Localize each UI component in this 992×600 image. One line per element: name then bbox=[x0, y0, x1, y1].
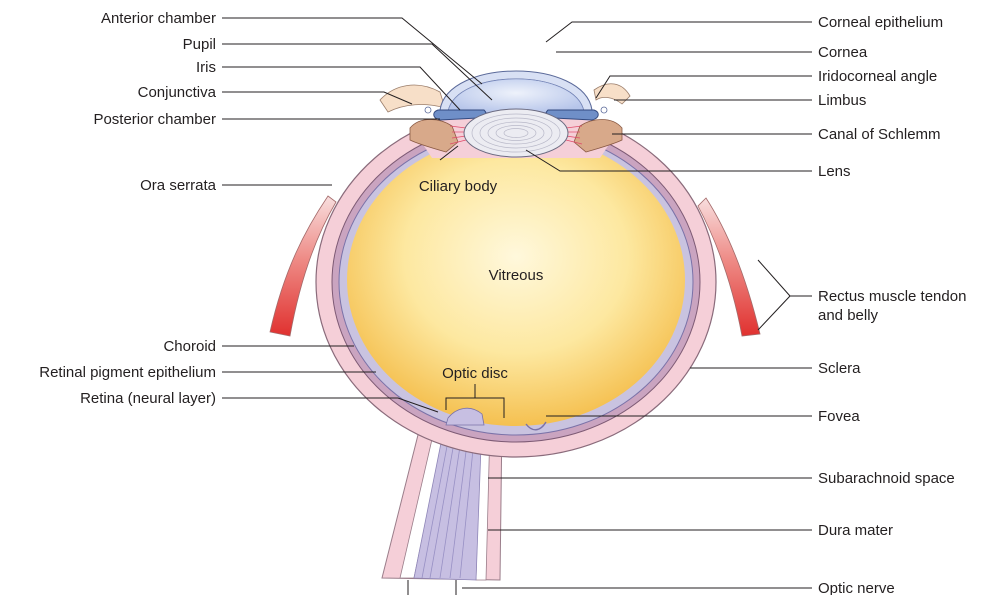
label-vitreous: Vitreous bbox=[489, 267, 544, 284]
label-rectus-muscle-line2: and belly bbox=[818, 307, 879, 324]
canal-of-schlemm-right bbox=[601, 107, 607, 113]
lens bbox=[464, 109, 568, 157]
conjunctiva-left bbox=[380, 85, 445, 112]
label-iris: Iris bbox=[196, 59, 216, 76]
label-ora-serrata: Ora serrata bbox=[140, 177, 217, 194]
label-conjunctiva: Conjunctiva bbox=[138, 84, 217, 101]
label-retina-neural-layer: Retina (neural layer) bbox=[80, 390, 216, 407]
label-pupil: Pupil bbox=[183, 36, 216, 53]
label-rectus-muscle-line1: Rectus muscle tendon bbox=[818, 288, 966, 305]
label-ciliary-body: Ciliary body bbox=[419, 178, 498, 195]
label-subarachnoid-space: Subarachnoid space bbox=[818, 470, 955, 487]
canal-of-schlemm-left bbox=[425, 107, 431, 113]
label-posterior-chamber: Posterior chamber bbox=[93, 111, 216, 128]
label-fovea: Fovea bbox=[818, 408, 860, 425]
conjunctiva-right bbox=[594, 84, 630, 104]
label-optic-nerve: Optic nerve bbox=[818, 580, 895, 595]
label-sclera: Sclera bbox=[818, 360, 861, 377]
label-dura-mater: Dura mater bbox=[818, 522, 893, 539]
label-corneal-epithelium: Corneal epithelium bbox=[818, 14, 943, 31]
label-lens: Lens bbox=[818, 163, 851, 180]
label-retinal-pigment-epithelium: Retinal pigment epithelium bbox=[39, 364, 216, 381]
label-choroid: Choroid bbox=[163, 338, 216, 355]
label-canal-of-schlemm: Canal of Schlemm bbox=[818, 126, 941, 143]
label-iridocorneal-angle: Iridocorneal angle bbox=[818, 68, 937, 85]
label-anterior-chamber: Anterior chamber bbox=[101, 10, 216, 27]
label-limbus: Limbus bbox=[818, 92, 866, 109]
label-optic-disc: Optic disc bbox=[442, 365, 508, 382]
label-cornea: Cornea bbox=[818, 44, 868, 61]
